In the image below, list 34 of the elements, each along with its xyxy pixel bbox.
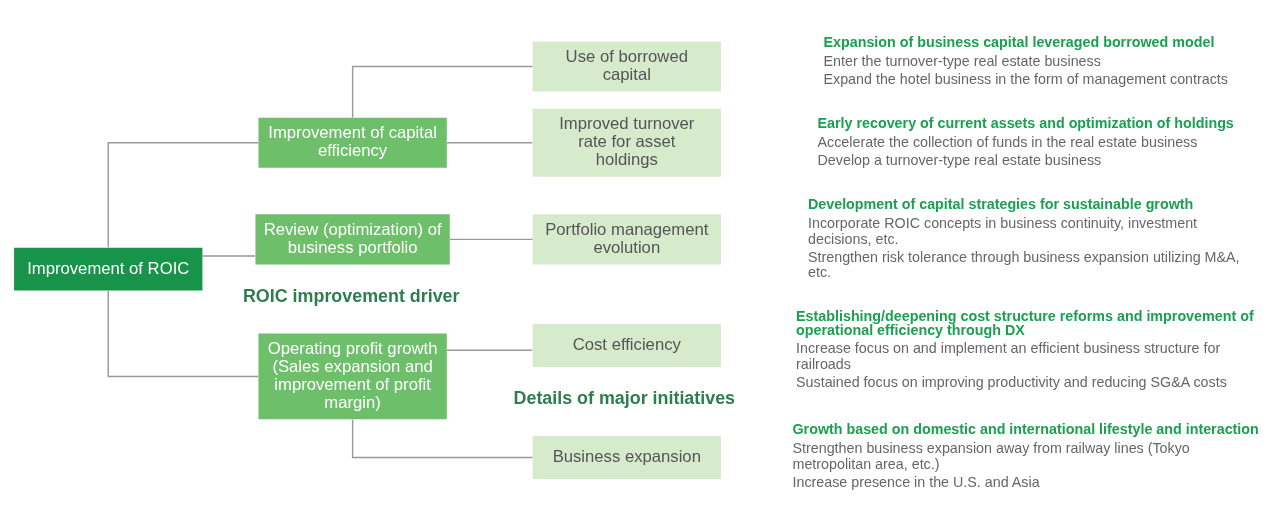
node-label: Expansion of business capital leveraged borrowed model: [823, 33, 1215, 50]
connector: [351, 65, 534, 119]
node-label: Growth based on domestic and international lifestyle and interaction: [792, 421, 1259, 438]
node-label: Increase presence in the U.S. and Asia: [792, 473, 1040, 490]
node-label: Establishing/deepening cost structure reforms and improvement of operational efficiency through DX: [796, 308, 1254, 339]
node-box: Operating profit growth (Sales expansion and improvement of profit margin): [258, 333, 447, 420]
node-label: Accelerate the collection of funds in the real estate business: [817, 134, 1198, 151]
label: Details of major initiatives: [513, 388, 736, 409]
node-box: Portfolio management evolution: [532, 214, 721, 265]
node-label: Incorporate ROIC concepts in business continuity, investment decisions, etc.: [807, 215, 1198, 247]
node-label: Strengthen business expansion away from railway lines (Tokyo metropolitan area, etc.): [792, 440, 1190, 472]
node-box: Business expansion: [532, 436, 721, 479]
node-box: Improvement of ROIC: [14, 247, 203, 291]
connector: [202, 255, 256, 257]
connector: [351, 419, 534, 459]
connector: [446, 349, 533, 351]
node-label: Strengthen risk tolerance through business expansion utilizing M&A, etc.: [807, 248, 1240, 281]
node-label: Expand the hotel business in the form of management contracts: [823, 70, 1228, 87]
node-box: Improvement of capital efficiency: [258, 117, 447, 168]
connector: [107, 142, 259, 248]
node-box: Cost efficiency: [532, 324, 721, 367]
node-label: Enter the turnover-type real estate business: [823, 53, 1101, 70]
node-label: Development of capital strategies for sustainable growth: [807, 196, 1194, 213]
connector: [449, 238, 534, 241]
node-box: Improved turnover rate for asset holdings: [532, 108, 721, 177]
node-box: Use of borrowed capital: [532, 41, 721, 92]
node-label: Develop a turnover-type real estate business: [817, 151, 1102, 168]
node-label: Increase focus on and implement an efficient business structure for railroads: [796, 340, 1221, 372]
node-label: Early recovery of current assets and optimization of holdings: [817, 115, 1234, 132]
node-box: Review (optimization) of business portfolio: [255, 214, 450, 265]
node-label: Sustained focus on improving productivity and reducing SG&A costs: [796, 373, 1227, 390]
connector: [107, 290, 259, 378]
connector: [446, 142, 533, 144]
label: ROIC improvement driver: [242, 285, 460, 306]
